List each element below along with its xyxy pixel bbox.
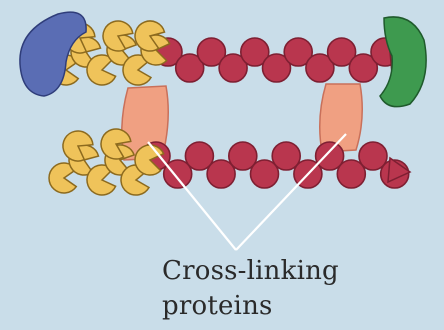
actin-filament-top [154, 38, 399, 82]
label-line-2: proteins [162, 291, 402, 321]
label-line-1: Cross-linking [162, 256, 402, 286]
actin-filament-bottom [142, 142, 409, 188]
